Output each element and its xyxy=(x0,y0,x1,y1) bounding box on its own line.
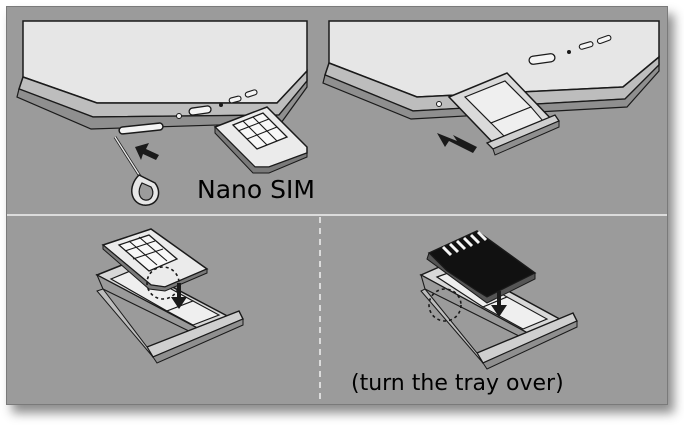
pull-arrow-icon xyxy=(437,133,477,153)
panel-insert-nano-sim xyxy=(97,229,243,363)
panel-pull-out-tray xyxy=(323,21,659,155)
nano-sim-label: Nano SIM xyxy=(197,175,315,204)
panel-insert-microsd-card: (turn the tray over) xyxy=(351,231,577,396)
panel-eject-tray: Nano SIM xyxy=(17,21,315,205)
turn-tray-label: (turn the tray over) xyxy=(351,371,564,396)
sim-installation-diagram: Nano SIM xyxy=(6,6,668,405)
push-arrow-icon xyxy=(135,143,159,160)
